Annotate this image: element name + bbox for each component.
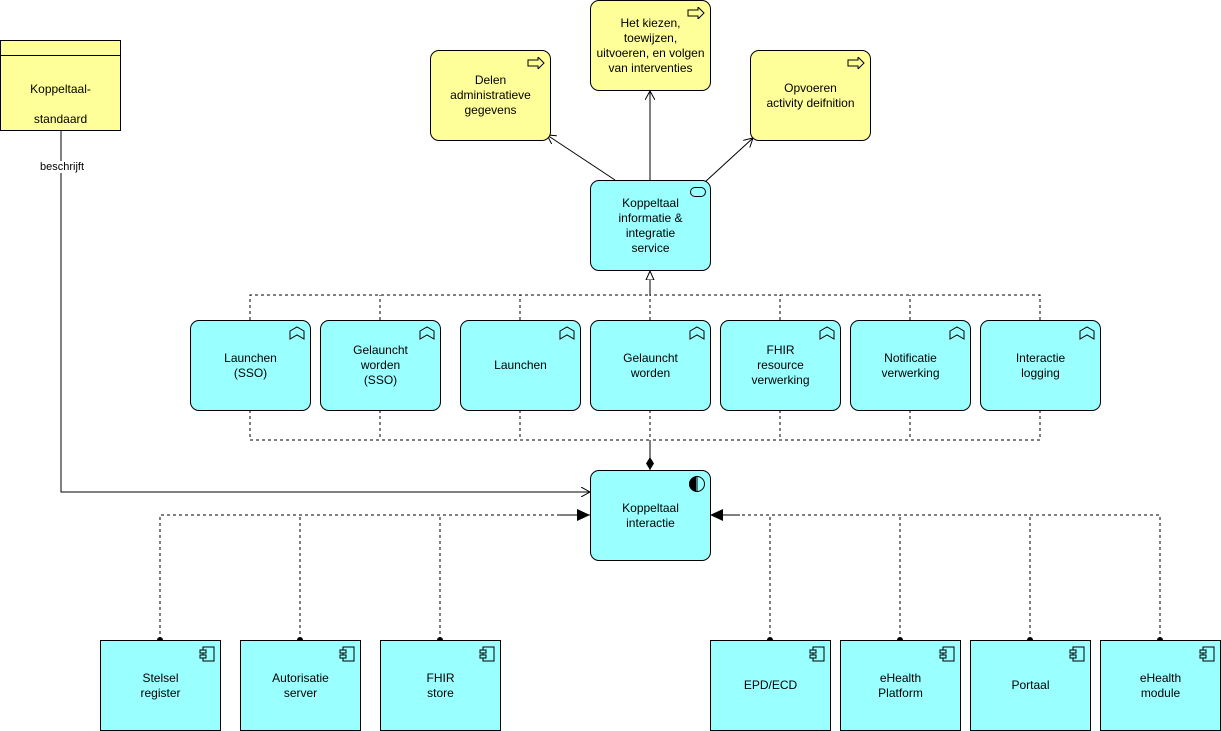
interaction-node[interactable]: Koppeltaal interactie [590,470,711,561]
arrow-right-icon [527,57,545,69]
arrow-right-icon [847,57,865,69]
function-node[interactable]: Gelauncht worden (SSO) [320,320,441,411]
edge-service-goal-3 [704,138,753,183]
function-node[interactable]: Interactie logging [980,320,1101,411]
function-label: FHIR resource verwerking [751,343,810,387]
function-icon [289,326,305,340]
goal-label: Opvoeren activity deifnition [766,80,855,110]
component-label: EPD/ECD [743,678,798,692]
arrow-right-icon [687,7,705,19]
function-icon [819,326,835,340]
realization-edges [249,294,1041,320]
function-icon [419,326,435,340]
interaction-icon [689,476,705,492]
component-node[interactable]: eHealth Platform [840,640,961,731]
component-label: Autorisatie server [272,670,329,700]
component-label: Stelsel register [140,670,181,700]
function-label: Launchen [494,358,547,372]
standard-label-1: Koppeltaal- [30,82,91,96]
goal-opvoeren-node[interactable]: Opvoeren activity deifnition [750,50,871,141]
component-node[interactable]: FHIR store [380,640,501,731]
service-node[interactable]: Koppeltaal informatie & integratie servi… [590,180,711,271]
edge-describes [60,130,590,492]
goal-delen-node[interactable]: Delen administratieve gegevens [430,50,551,141]
component-label: Portaal [1011,678,1050,692]
standard-header-line [1,55,120,56]
function-node[interactable]: Gelauncht worden [590,320,711,411]
component-label: eHealth module [1139,670,1182,700]
function-node[interactable]: Launchen [460,320,581,411]
service-icon [690,187,706,197]
component-node[interactable]: Portaal [970,640,1091,731]
edge-service-goal-1 [547,135,616,181]
service-label: Koppeltaal informatie & integratie servi… [618,195,683,255]
function-node[interactable]: FHIR resource verwerking [720,320,841,411]
function-node[interactable]: Launchen (SSO) [190,320,311,411]
standard-node[interactable]: Koppeltaal- standaard [0,40,121,131]
function-icon [559,326,575,340]
goal-interventies-node[interactable]: Het kiezen, toewijzen, uitvoeren, en vol… [590,0,711,91]
goal-label: Het kiezen, toewijzen, uitvoeren, en vol… [596,15,705,75]
component-node[interactable]: EPD/ECD [710,640,831,731]
describes-label: beschrijft [40,161,85,173]
function-icon [1079,326,1095,340]
component-icon [1069,646,1085,662]
component-icon [339,646,355,662]
function-label: Notificatie verwerking [881,350,940,380]
component-node[interactable]: eHealth module [1100,640,1221,731]
component-node[interactable]: Autorisatie server [240,640,361,731]
component-icon [809,646,825,662]
component-icon [479,646,495,662]
component-icon [1199,646,1215,662]
interaction-label: Koppeltaal interactie [622,500,679,530]
function-icon [949,326,965,340]
standard-label-2: standaard [33,112,88,126]
aggregation-edges [249,410,1041,441]
goal-label: Delen administratieve gegevens [450,73,531,117]
function-label: Gelauncht worden (SSO) [353,343,408,387]
function-label: Interactie logging [1015,350,1066,380]
function-label: Gelauncht worden [623,350,678,380]
component-icon [199,646,215,662]
component-icon [939,646,955,662]
component-label: FHIR store [426,670,455,700]
component-label: eHealth Platform [878,670,923,700]
function-icon [689,326,705,340]
function-label: Launchen (SSO) [224,350,277,380]
component-node[interactable]: Stelsel register [100,640,221,731]
function-node[interactable]: Notificatie verwerking [850,320,971,411]
